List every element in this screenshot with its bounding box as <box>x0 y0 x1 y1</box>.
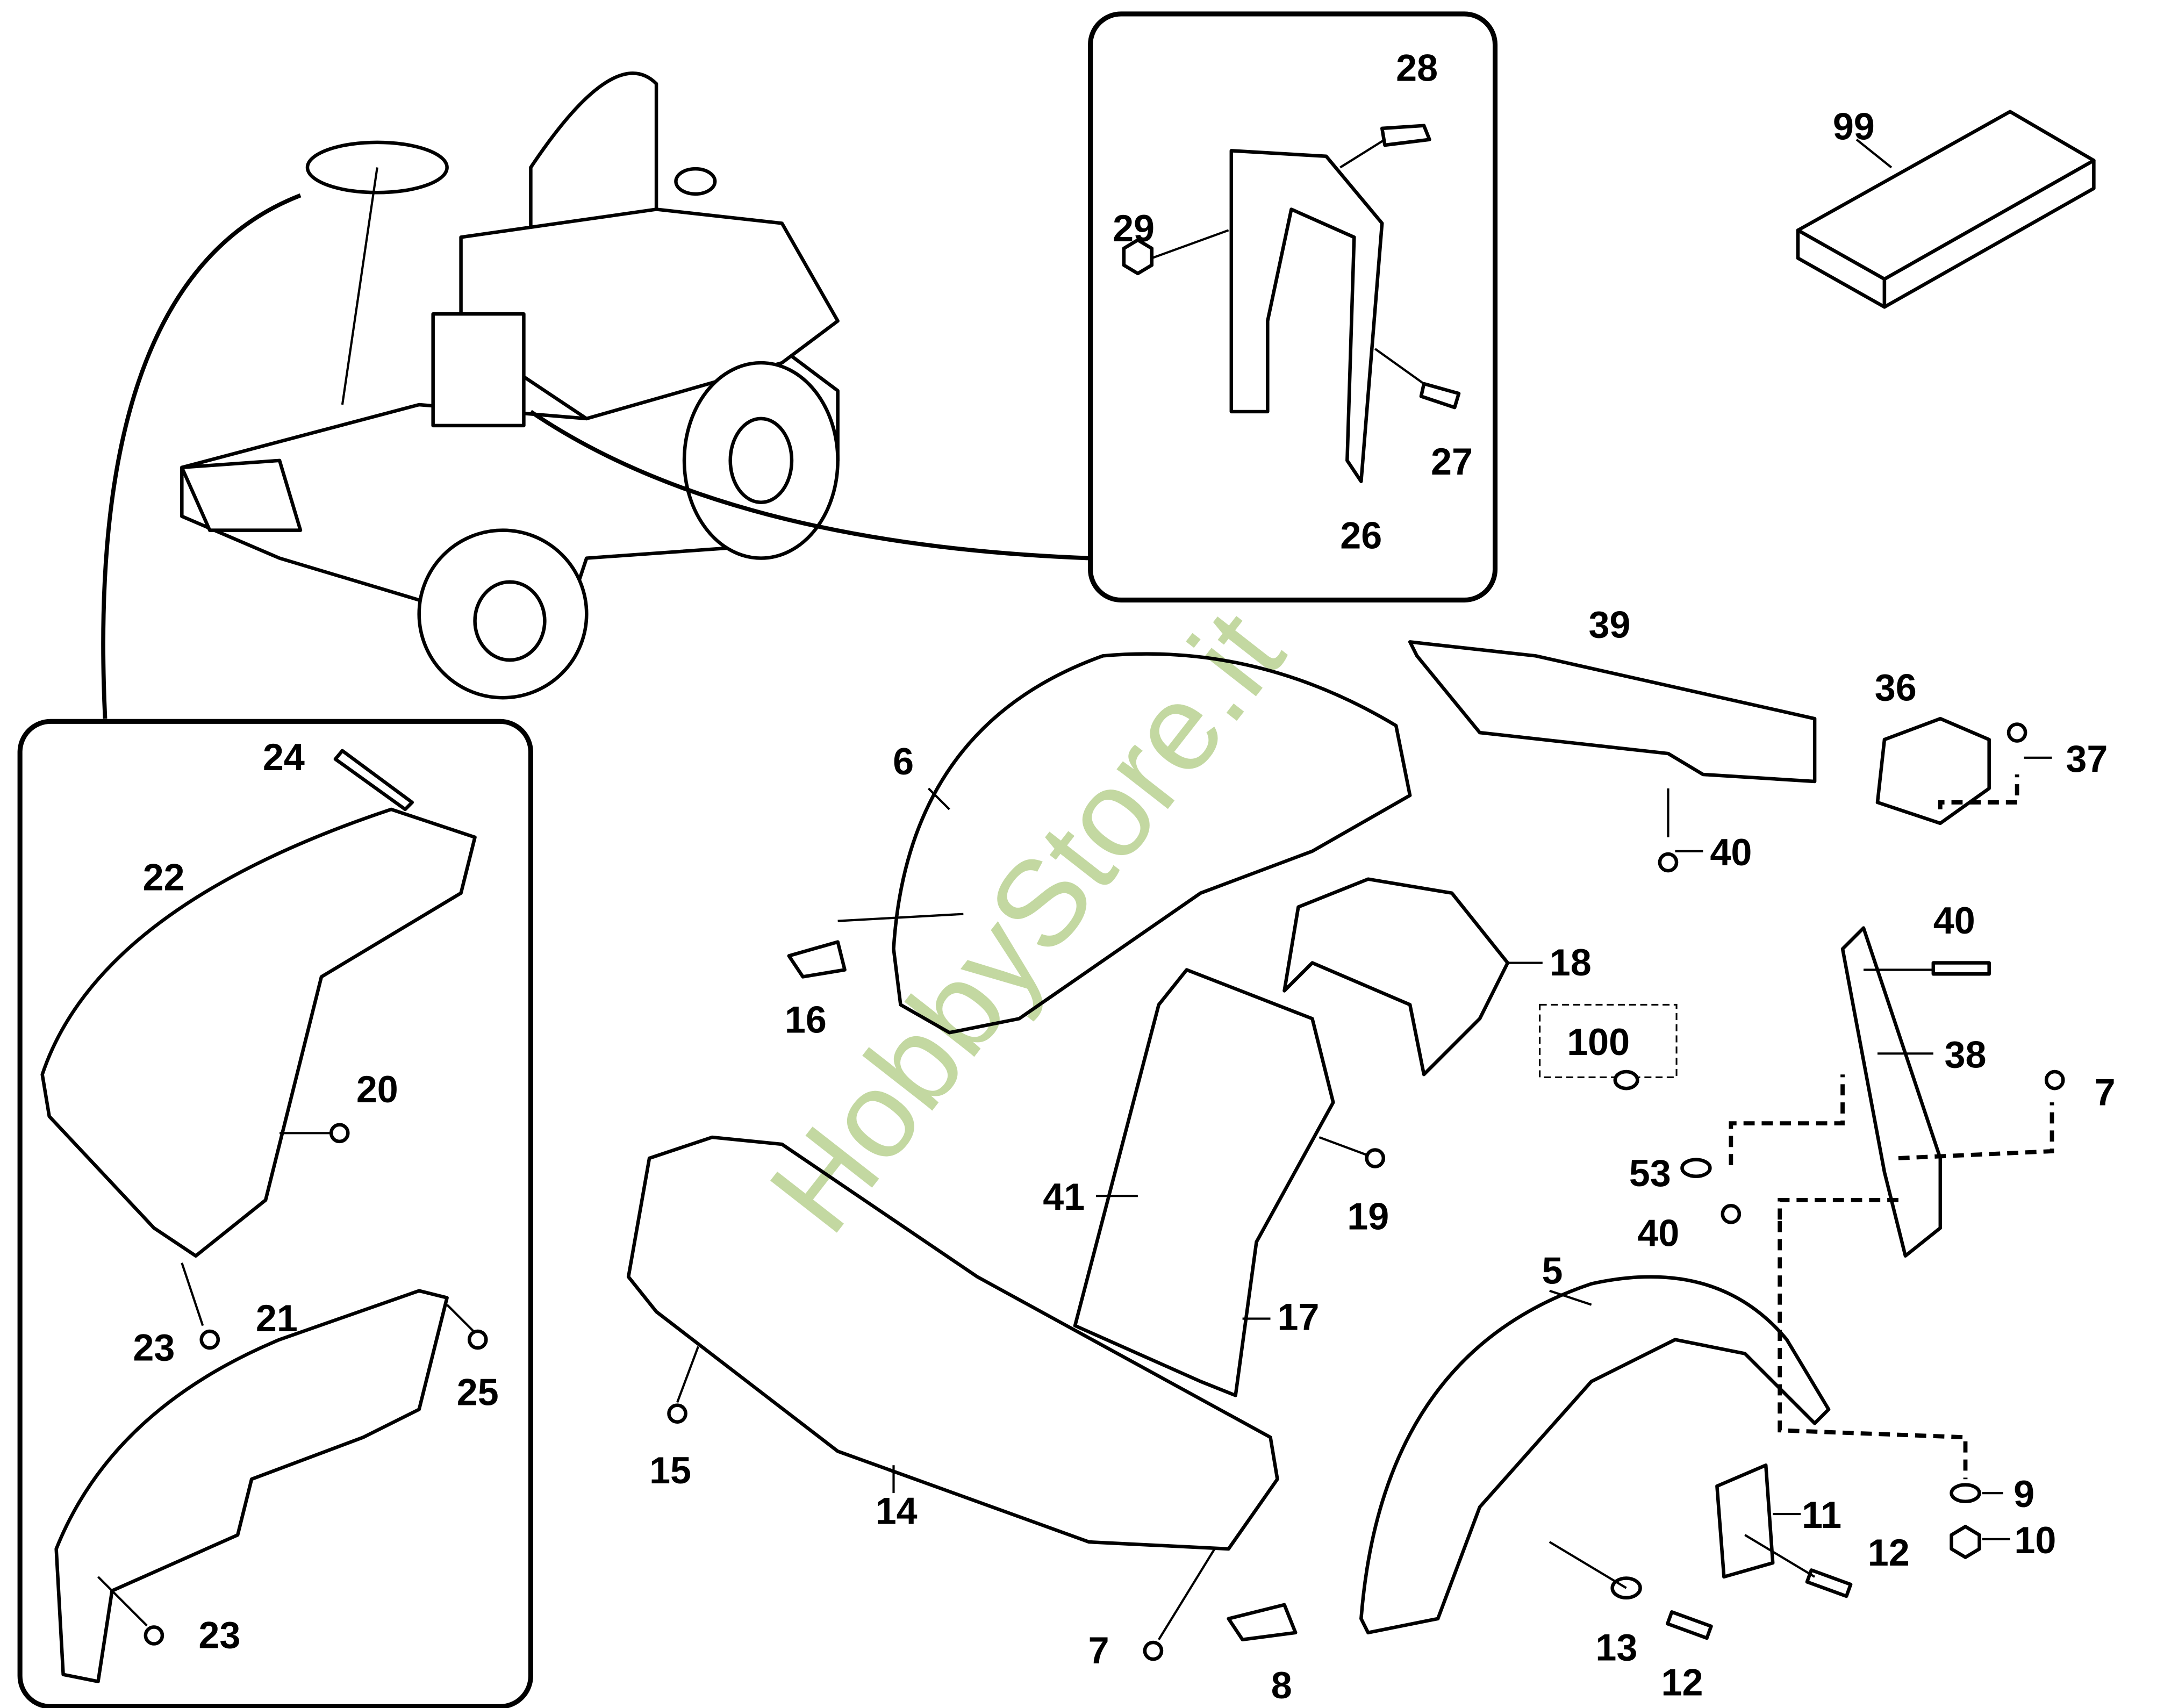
tractor-illustration <box>180 71 840 700</box>
label-26: 26 <box>1340 514 1382 556</box>
part-27-screw <box>1419 382 1461 410</box>
label-22: 22 <box>143 857 185 899</box>
part-24-bolt <box>333 749 414 812</box>
label-18: 18 <box>1550 942 1592 984</box>
part-100-washer <box>1613 1070 1639 1090</box>
label-37: 37 <box>2066 738 2108 780</box>
label-23: 23 <box>133 1326 175 1368</box>
label-100: 100 <box>1567 1021 1630 1063</box>
label-28: 28 <box>1396 47 1438 89</box>
part-16-clip <box>787 940 847 979</box>
label-10: 10 <box>2014 1519 2056 1561</box>
label-16: 16 <box>785 999 827 1040</box>
part-6-rear-fender <box>892 652 1412 1035</box>
part-18-cover <box>1282 877 1510 1077</box>
pointer-arrow <box>101 193 302 719</box>
label-29: 29 <box>1113 207 1155 249</box>
part-29-nut <box>1122 238 1154 276</box>
label-9: 9 <box>2013 1473 2034 1515</box>
label-7: 7 <box>1088 1630 1109 1671</box>
label-99: 99 <box>1833 106 1875 148</box>
part-41-dash-panel <box>1073 968 1335 1397</box>
label-21: 21 <box>256 1297 298 1339</box>
label-7: 7 <box>2095 1071 2116 1113</box>
label-27: 27 <box>1431 441 1473 483</box>
part-100-box <box>1539 1003 1678 1078</box>
label-15: 15 <box>649 1449 691 1491</box>
label-40: 40 <box>1637 1212 1679 1254</box>
part-26-bracket <box>1229 149 1384 484</box>
label-36: 36 <box>1875 666 1917 708</box>
part-99-box <box>1796 110 2096 309</box>
label-14: 14 <box>876 1490 918 1532</box>
part-36-cover <box>1875 716 1991 826</box>
detail-inset-left <box>17 719 533 1708</box>
part-5-front-fender <box>1359 1275 1831 1635</box>
label-41: 41 <box>1043 1176 1085 1218</box>
part-21-side-panel <box>54 1289 449 1683</box>
label-17: 17 <box>1277 1296 1319 1338</box>
detail-inset-top <box>1088 11 1498 602</box>
part-22-fender-cover <box>40 807 477 1258</box>
label-39: 39 <box>1588 604 1630 646</box>
label-11: 11 <box>1802 1494 1841 1536</box>
part-14-front-bumper <box>626 1135 1279 1551</box>
part-8-clip <box>1227 1603 1298 1642</box>
part-28-bolt <box>1380 124 1431 147</box>
label-12: 12 <box>1661 1662 1703 1704</box>
fasteners <box>144 722 2065 1661</box>
label-5: 5 <box>1542 1250 1563 1292</box>
label-53: 53 <box>1629 1152 1671 1194</box>
label-24: 24 <box>263 736 305 778</box>
label-13: 13 <box>1595 1627 1637 1669</box>
leader-lines <box>676 756 2054 1640</box>
label-20: 20 <box>356 1068 398 1110</box>
label-40: 40 <box>1710 831 1752 873</box>
pointer-arrow <box>529 410 1090 561</box>
label-6: 6 <box>893 741 914 783</box>
watermark: HobbyStore.it <box>743 586 1309 1257</box>
part-39-console <box>1408 640 1817 784</box>
label-12: 12 <box>1868 1532 1910 1574</box>
label-25: 25 <box>457 1372 499 1413</box>
label-23: 23 <box>198 1614 240 1656</box>
label-40: 40 <box>1933 900 1975 942</box>
label-8: 8 <box>1271 1664 1292 1706</box>
label-38: 38 <box>1945 1034 1987 1075</box>
part-38-bracket <box>1840 926 1943 1258</box>
part-11-bracket <box>1715 1463 1775 1579</box>
label-19: 19 <box>1347 1195 1389 1237</box>
part-labels: 28 29 27 26 99 39 36 37 40 6 24 22 20 16… <box>133 47 2115 1706</box>
